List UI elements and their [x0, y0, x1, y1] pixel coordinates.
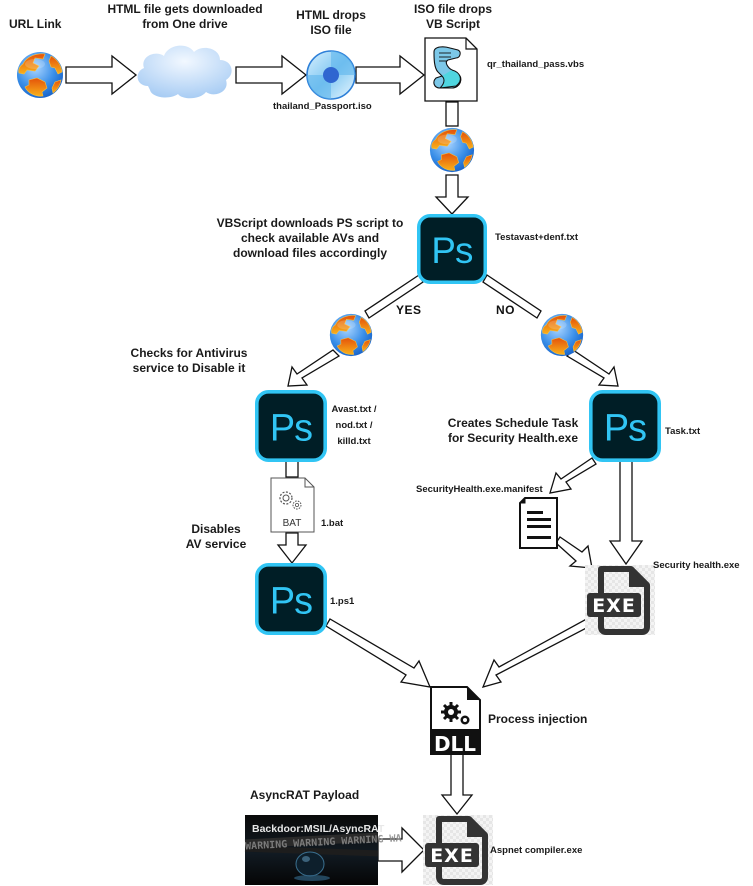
label-creates-task-line2: for Security Health.exe — [447, 431, 579, 445]
arrow-globe-to-ps-main — [434, 174, 470, 215]
exe-icon-aspnet-compiler — [423, 815, 493, 885]
filename-ps-main: Testavast+denf.txt — [495, 232, 578, 243]
arrow-dll-to-aspnet — [440, 753, 474, 816]
label-asyncrat-payload: AsyncRAT Payload — [250, 788, 360, 802]
globe-icon-no-branch — [540, 313, 584, 357]
iso-disc-icon — [306, 50, 356, 100]
label-url-link: URL Link — [9, 17, 62, 31]
filename-ps1: 1.ps1 — [330, 596, 355, 607]
arrow-cloud-to-iso — [235, 54, 308, 96]
dll-file-icon — [430, 686, 481, 755]
payload-banner-text: Backdoor:MSIL/AsyncRAT — [252, 823, 385, 835]
ps-icon-task — [589, 390, 661, 462]
arrow-bat-to-ps1 — [276, 532, 308, 565]
label-iso-drops-vbs: ISO file drops VB Script — [405, 2, 501, 32]
branch-no-label: NO — [496, 303, 515, 317]
filename-ps-av-line1: Avast.txt / — [331, 404, 377, 415]
label-vbscript-line3: download files accordingly — [232, 246, 388, 260]
vbs-script-file-icon — [424, 37, 478, 102]
arrow-task-to-security-health — [608, 460, 644, 566]
bat-file-icon — [270, 477, 315, 533]
filename-ps-av: Avast.txt / nod.txt / killd.txt — [328, 402, 380, 450]
arrow-exe-to-dll — [481, 615, 597, 688]
manifest-document-icon — [519, 497, 558, 549]
label-disables-av: Disables AV service — [178, 522, 254, 552]
label-html-download: HTML file gets downloaded from One drive — [100, 2, 270, 32]
bat-icon-label: BAT — [283, 518, 302, 529]
ps-icon-avast — [255, 390, 327, 462]
branch-yes-label: YES — [396, 303, 422, 317]
ps-icon-1ps1 — [255, 563, 327, 635]
cloud-icon — [137, 45, 232, 99]
arrow-no-to-ps-task — [565, 349, 619, 387]
globe-icon-url-link — [16, 51, 64, 99]
filename-vbs: qr_thailand_pass.vbs — [487, 59, 585, 70]
arrow-yes-to-ps-av — [287, 349, 341, 387]
label-checks-line1: Checks for Antivirus — [130, 346, 248, 360]
filename-manifest: SecurityHealth.exe.manifest — [416, 484, 543, 495]
label-vbscript-line1: VBScript downloads PS script to — [216, 216, 404, 230]
label-checks-antivirus: Checks for Antivirus service to Disable … — [120, 346, 258, 376]
ps-icon-testavast — [416, 214, 488, 284]
label-html-download-line1: HTML file gets downloaded — [107, 2, 263, 16]
filename-ps-av-line2: nod.txt / — [335, 420, 373, 431]
label-process-injection: Process injection — [488, 712, 588, 726]
label-disables-line1: Disables — [191, 522, 241, 536]
label-html-drops-iso: HTML drops ISO file — [283, 8, 379, 38]
label-vbscript-downloads: VBScript downloads PS script to check av… — [212, 216, 408, 261]
label-creates-task: Creates Schedule Task for Security Healt… — [440, 416, 586, 446]
globe-icon-yes-branch — [329, 313, 373, 357]
label-vbscript-line2: check available AVs and — [240, 231, 380, 245]
label-iso-drops-line1: ISO file drops — [413, 2, 492, 16]
filename-security-health: Security health.exe — [653, 560, 740, 571]
exe-icon-security-health — [585, 565, 655, 635]
label-html-drops-line2: ISO file — [310, 23, 352, 37]
arrow-no-branch — [482, 274, 542, 319]
arrow-iso-to-vbs — [355, 54, 426, 96]
label-checks-line2: service to Disable it — [132, 361, 246, 375]
connector-vbs-to-globe — [445, 101, 459, 127]
filename-bat: 1.bat — [321, 518, 344, 529]
arrow-ps1-to-dll — [325, 618, 432, 688]
arrow-payload-to-aspnet — [377, 826, 425, 874]
asyncrat-payload-image — [244, 815, 379, 885]
filename-aspnet: Aspnet compiler.exe — [490, 845, 583, 856]
arrow-url-to-cloud — [65, 54, 138, 96]
filename-iso: thailand_Passport.iso — [273, 101, 372, 112]
globe-icon-vbs-download — [429, 127, 475, 173]
dll-icon-label: DLL — [434, 732, 476, 756]
label-disables-line2: AV service — [185, 537, 247, 551]
label-iso-drops-line2: VB Script — [425, 17, 480, 31]
label-html-download-line2: from One drive — [142, 17, 228, 31]
label-creates-task-line1: Creates Schedule Task — [447, 416, 579, 430]
arrow-task-to-manifest — [549, 457, 597, 494]
label-html-drops-line1: HTML drops — [296, 8, 366, 22]
connector-ps-av-to-bat — [285, 460, 299, 478]
filename-task: Task.txt — [665, 426, 701, 437]
filename-ps-av-line3: killd.txt — [337, 436, 371, 447]
arrow-manifest-to-exe — [555, 536, 593, 569]
